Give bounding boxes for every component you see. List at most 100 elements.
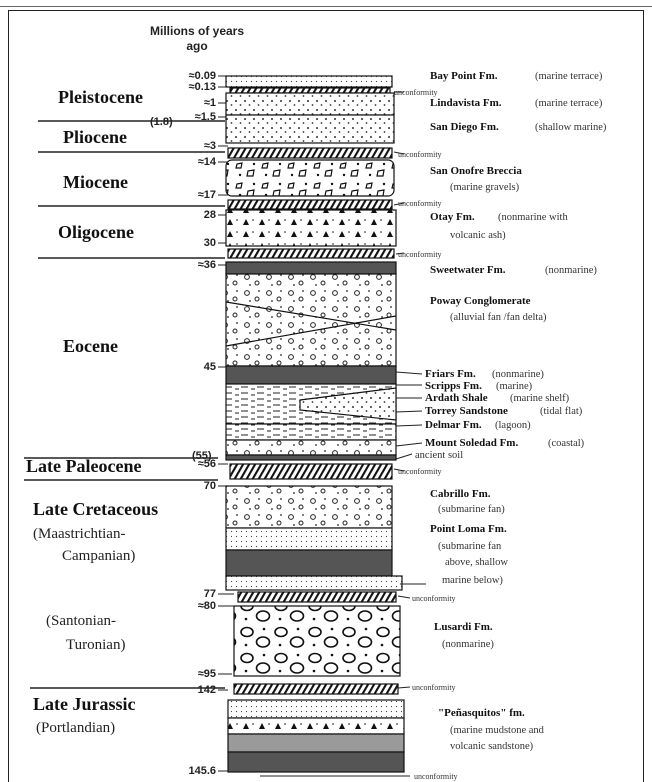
epoch-late-jurassic: Late Jurassic [33, 694, 136, 714]
layer-sweetwater [226, 262, 396, 274]
formation-desc-penasquitos-1: (marine mudstone and [450, 725, 545, 736]
formation-name-torrey: Torrey Sandstone [425, 405, 508, 417]
formation-desc-lusardi: (nonmarine) [442, 639, 494, 650]
formation-name-delmar: Delmar Fm. [425, 419, 482, 431]
layer-point-loma-upper [226, 528, 392, 550]
formation-desc-cabrillo: (submarine fan) [438, 504, 505, 515]
epoch-late-cretaceous: Late Cretaceous [33, 499, 158, 519]
formation-name-lindavista: Lindavista Fm. [430, 97, 502, 109]
formation-name-lusardi: Lusardi Fm. [434, 621, 493, 633]
formation-name-cabrillo: Cabrillo Fm. [430, 488, 491, 500]
epoch-eocene: Eocene [63, 336, 118, 356]
unconformity-band [230, 88, 390, 93]
unconformity-label: unconformity [394, 88, 438, 97]
formation-desc-friars: (nonmarine) [492, 369, 544, 380]
epoch-pliocene: Pliocene [63, 127, 127, 147]
stage-campanian: Campanian) [62, 548, 135, 564]
formation-desc-mount-soledad: (coastal) [548, 438, 585, 449]
formation-desc-penasquitos-2: volcanic sandstone) [450, 741, 534, 752]
stage-santonian: (Santonian- [46, 613, 116, 629]
formation-desc-san-onofre: (marine gravels) [450, 182, 520, 193]
layer-bay-point [226, 76, 392, 87]
age-label: ≈14 [198, 156, 217, 168]
formation-desc-scripps: (marine) [496, 381, 533, 392]
stage-maastrichtian: (Maastrichtian- [33, 526, 125, 542]
unconformity-label: unconformity [414, 772, 458, 781]
unconformity-band [238, 592, 396, 602]
age-label: 70 [204, 480, 216, 492]
layer-san-diego [226, 115, 394, 143]
stage-turonian: Turonian) [66, 637, 125, 653]
layer-point-loma-base [226, 576, 402, 590]
age-label: ≈0.13 [189, 81, 216, 93]
formation-desc-point-loma-2: above, shallow [445, 557, 508, 568]
formation-desc-poway: (alluvial fan /fan delta) [450, 312, 547, 323]
layer-point-loma-lower [226, 550, 392, 576]
unconformity-label: unconformity [398, 150, 442, 159]
formation-name-sweetwater: Sweetwater Fm. [430, 264, 506, 276]
unconformity-label: unconformity [412, 683, 456, 692]
unconformity-label: unconformity [398, 199, 442, 208]
formation-name-friars: Friars Fm. [425, 368, 476, 380]
formation-name-poway: Poway Conglomerate [430, 295, 531, 307]
unconformity-band [228, 148, 392, 158]
formation-name-penasquitos: "Peñasquitos" fm. [438, 707, 525, 719]
age-label: ≈80 [198, 600, 216, 612]
layer-penasquitos-gray [228, 734, 404, 752]
age-label: 145.6 [188, 765, 216, 777]
unconformity-band [228, 249, 394, 258]
formation-desc-sweetwater: (nonmarine) [545, 265, 597, 276]
formation-name-otay: Otay Fm. [430, 211, 475, 223]
pliocene-age-label: (1.8) [150, 116, 173, 128]
unconformity-band [228, 200, 392, 209]
label-ancient-soil: ancient soil [415, 450, 463, 461]
age-label: ≈1 [204, 97, 216, 109]
layer-delmar [226, 424, 396, 440]
unconformity-label: unconformity [398, 467, 442, 476]
layer-otay [226, 210, 396, 246]
layer-penasquitos-dark [228, 752, 404, 772]
header-line-1: Millions of years [150, 24, 244, 38]
unconformity-band [230, 464, 392, 479]
layer-mount-soledad [226, 440, 396, 455]
layer-friars [226, 366, 396, 384]
epoch-pleistocene: Pleistocene [58, 87, 143, 107]
formation-desc-delmar: (lagoon) [495, 420, 531, 431]
epoch-miocene: Miocene [63, 172, 128, 192]
formation-desc-bay-point: (marine terrace) [535, 71, 603, 82]
formation-name-ardath: Ardath Shale [425, 392, 488, 404]
column-layers [226, 76, 404, 772]
unconformity-band [234, 684, 398, 694]
formation-name-mount-soledad: Mount Soledad Fm. [425, 437, 518, 449]
age-label: ≈95 [198, 668, 216, 680]
epoch-late-paleocene: Late Paleocene [26, 456, 141, 476]
epoch-oligocene: Oligocene [58, 222, 134, 242]
formation-desc-ardath: (marine shelf) [510, 393, 570, 404]
layer-lusardi [234, 606, 400, 676]
formation-name-point-loma: Point Loma Fm. [430, 523, 507, 535]
formation-name-san-onofre: San Onofre Breccia [430, 165, 522, 177]
age-label: 77 [204, 588, 216, 600]
layer-cabrillo [226, 486, 392, 528]
layer-lindavista [226, 93, 394, 115]
formation-desc-point-loma-3: marine below) [442, 575, 503, 586]
unconformity-label: unconformity [398, 250, 442, 259]
header-line-2: ago [186, 39, 207, 53]
layer-san-onofre [226, 160, 394, 196]
formation-name-san-diego: San Diego Fm. [430, 121, 499, 133]
age-label: 28 [204, 209, 216, 221]
formation-desc-point-loma-1: (submarine fan [438, 541, 502, 552]
age-label: ≈1.5 [195, 111, 216, 123]
formation-desc-lindavista: (marine terrace) [535, 98, 603, 109]
unconformity-label: unconformity [412, 594, 456, 603]
age-label: ≈17 [198, 189, 216, 201]
formation-name-scripps: Scripps Fm. [425, 380, 482, 392]
age-label: 142 [198, 684, 216, 696]
layer-penasquitos-upper [228, 700, 404, 718]
stage-portlandian: (Portlandian) [36, 720, 115, 736]
age-label: ≈3 [204, 140, 216, 152]
formation-desc-otay-1: (nonmarine with [498, 212, 568, 223]
formation-desc-torrey: (tidal flat) [540, 406, 583, 417]
formation-desc-san-diego: (shallow marine) [535, 122, 607, 133]
